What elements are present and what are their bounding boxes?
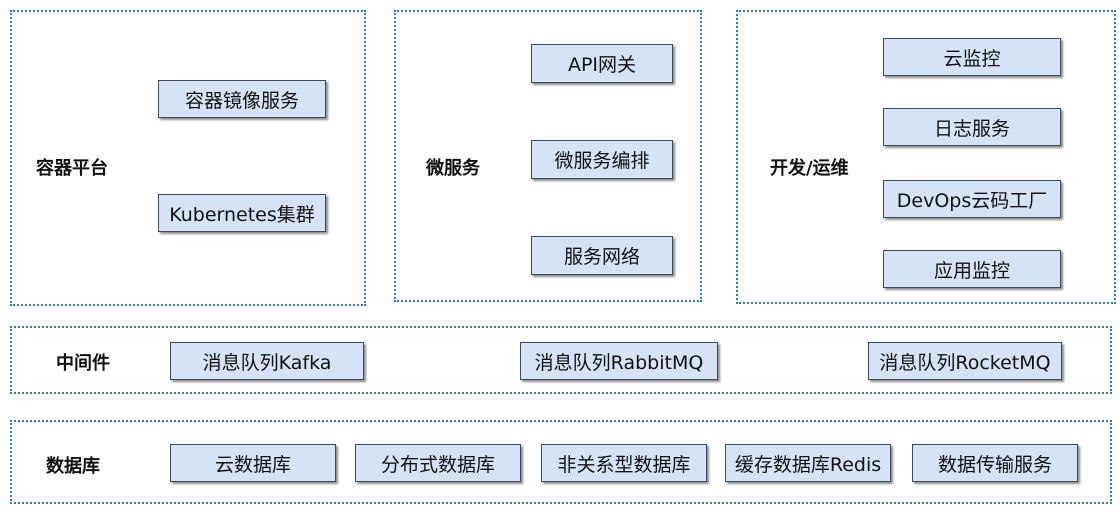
container-image-service-box: 容器镜像服务 bbox=[158, 80, 326, 118]
rocketmq-queue-box: 消息队列RocketMQ bbox=[868, 342, 1062, 380]
middleware-label: 中间件 bbox=[56, 353, 110, 374]
data-transfer-service-box: 数据传输服务 bbox=[912, 444, 1078, 482]
container-platform-panel bbox=[10, 10, 366, 306]
microservice-orchestration-box: 微服务编排 bbox=[531, 140, 673, 179]
database-panel bbox=[10, 420, 1112, 504]
distributed-database-box: 分布式数据库 bbox=[355, 444, 521, 482]
microservices-label: 微服务 bbox=[426, 158, 480, 179]
devops-panel bbox=[736, 10, 1116, 304]
container-platform-label: 容器平台 bbox=[36, 158, 108, 179]
cloud-database-box: 云数据库 bbox=[170, 444, 336, 482]
devops-code-factory-box: DevOps云码工厂 bbox=[883, 180, 1061, 218]
kubernetes-cluster-box: Kubernetes集群 bbox=[158, 194, 326, 232]
middleware-panel bbox=[10, 326, 1112, 394]
kafka-queue-box: 消息队列Kafka bbox=[170, 342, 364, 380]
nosql-database-box: 非关系型数据库 bbox=[541, 444, 707, 482]
database-label: 数据库 bbox=[46, 456, 100, 477]
cloud-monitor-box: 云监控 bbox=[883, 38, 1061, 76]
devops-label: 开发/运维 bbox=[770, 158, 849, 179]
service-network-box: 服务网络 bbox=[531, 236, 673, 275]
log-service-box: 日志服务 bbox=[883, 108, 1061, 146]
api-gateway-box: API网关 bbox=[531, 44, 673, 83]
microservices-panel bbox=[394, 10, 702, 302]
redis-cache-database-box: 缓存数据库Redis bbox=[725, 444, 891, 482]
rabbitmq-queue-box: 消息队列RabbitMQ bbox=[520, 342, 718, 380]
app-monitor-box: 应用监控 bbox=[883, 250, 1061, 288]
